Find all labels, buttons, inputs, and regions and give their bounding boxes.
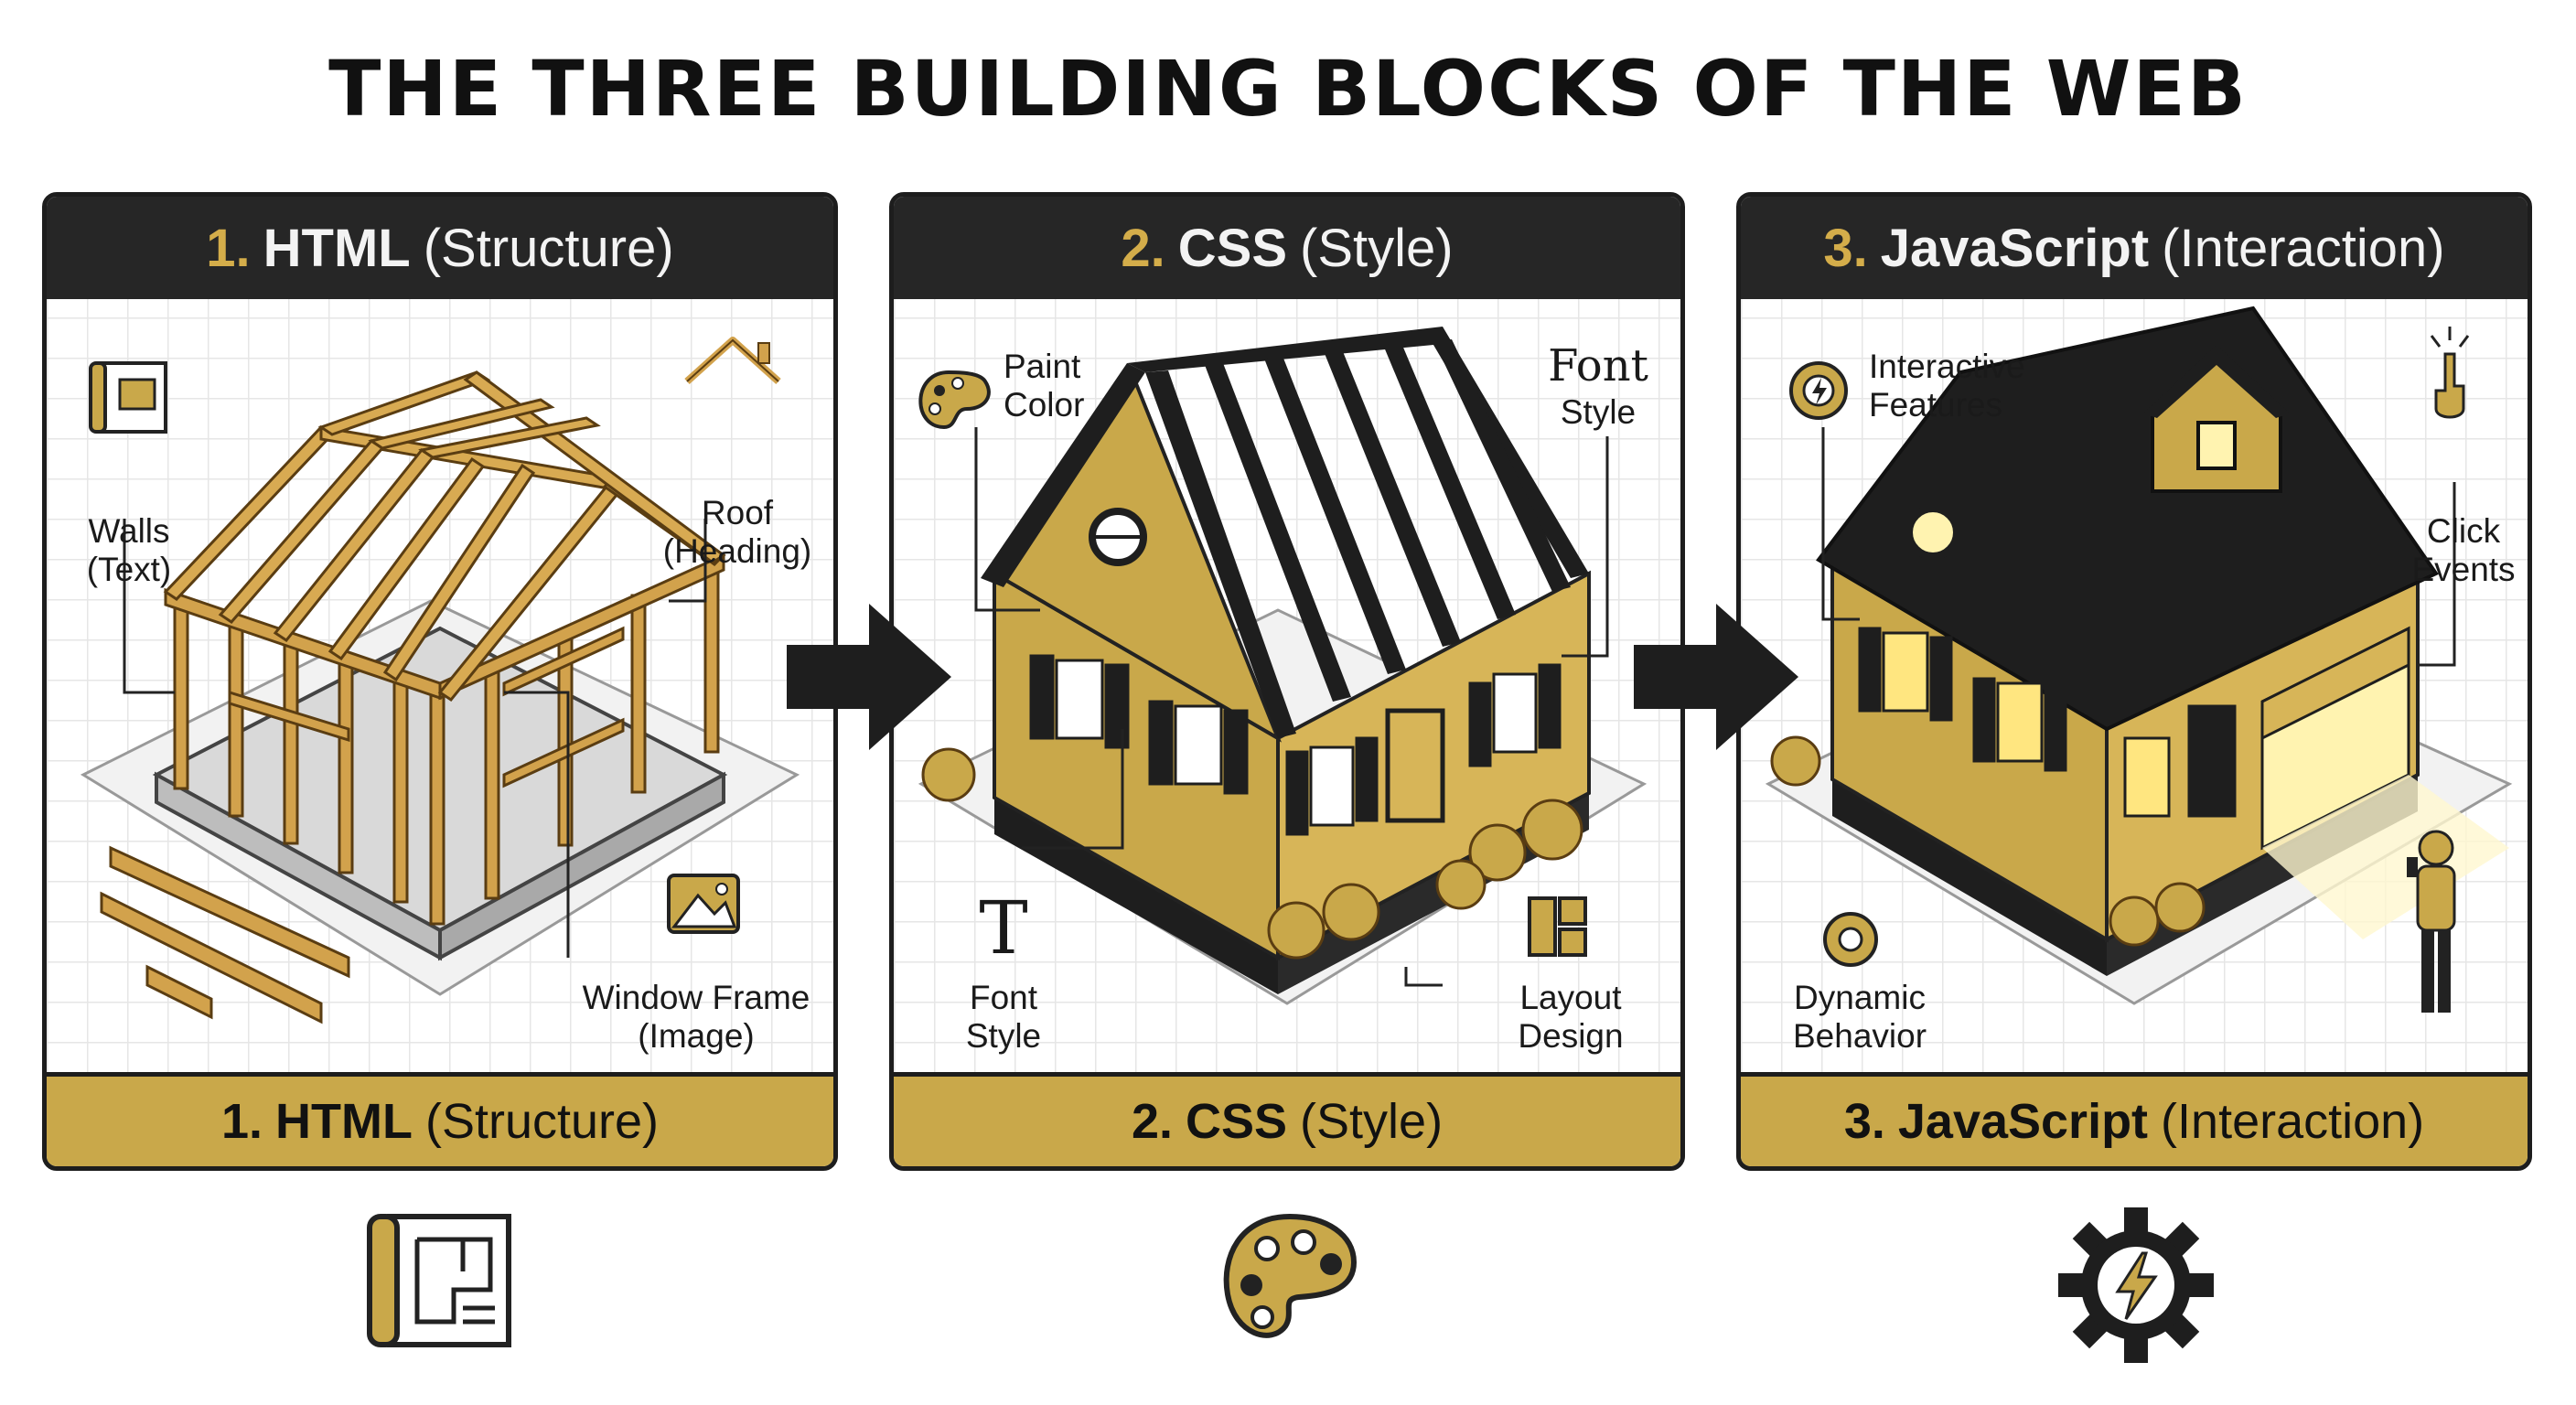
roof-label: Roof (Heading)	[662, 494, 812, 570]
person-with-phone	[2407, 830, 2456, 1013]
house-frame-illustration	[80, 337, 800, 1024]
font-glyph-icon: T	[979, 885, 1028, 971]
roof-icon	[684, 337, 781, 384]
panel-subtitle: (Style)	[1300, 218, 1454, 278]
gear-bolt-icon	[1789, 361, 1848, 420]
palette-icon	[918, 370, 991, 430]
panel-name: CSS	[1185, 1094, 1288, 1149]
paint-color-label: Paint Color	[1004, 348, 1085, 424]
panel-subtitle: (Structure)	[424, 1094, 660, 1149]
gear-bolt-icon	[2058, 1207, 2214, 1363]
panel-javascript: 3. JavaScript (Interaction)	[1736, 192, 2532, 1171]
panel-css: 2. CSS (Style)	[889, 192, 1685, 1171]
blueprint-icon	[367, 1214, 511, 1347]
interactive-features-label: Interactive Features	[1869, 348, 2025, 424]
panel-footer: 2. CSS (Style)	[894, 1072, 1680, 1166]
panel-header: 2. CSS (Style)	[894, 197, 1680, 299]
panel-number: 3.	[1823, 218, 1868, 278]
panel-name: HTML	[275, 1094, 413, 1149]
palette-icon	[1223, 1213, 1358, 1338]
layout-icon	[1528, 896, 1587, 957]
panel-name: JavaScript	[1880, 218, 2150, 278]
dynamic-behavior-label: Dynamic Behavior	[1792, 979, 1927, 1055]
pointer-icon	[2430, 327, 2470, 419]
page-title: THE THREE BUILDING BLOCKS OF THE WEB	[328, 44, 2248, 134]
image-icon	[667, 874, 740, 934]
panel-name: JavaScript	[1897, 1094, 2149, 1149]
walls-label: Walls (Text)	[86, 512, 172, 588]
window-frame-label: Window Frame (Image)	[582, 979, 810, 1055]
layout-design-label: Layout Design	[1518, 979, 1624, 1055]
panel-subtitle: (Interaction)	[2162, 218, 2445, 278]
painted-house-illustration	[918, 327, 1648, 1005]
panel-subtitle: (Structure)	[423, 218, 674, 278]
panel-number: 2.	[1121, 218, 1165, 278]
panel-header: 3. JavaScript (Interaction)	[1741, 197, 2528, 299]
arrow-right-icon	[787, 604, 951, 750]
blueprint-icon	[89, 361, 167, 434]
panel-number: 1.	[220, 1094, 263, 1149]
font-style-label-bottom: Font Style	[965, 979, 1042, 1055]
panel-name: CSS	[1177, 218, 1288, 278]
arrow-right-icon	[1634, 604, 1798, 750]
panel-subtitle: (Style)	[1300, 1094, 1444, 1149]
panel-number: 2.	[1131, 1094, 1173, 1149]
panel-footer: 1. HTML (Structure)	[47, 1072, 833, 1166]
panel-subtitle: (Interaction)	[2161, 1094, 2425, 1149]
font-icon: Font	[1548, 340, 1648, 391]
panel-header: 1. HTML (Structure)	[47, 197, 833, 299]
font-style-label-top: Style	[1560, 393, 1637, 431]
panel-number: 1.	[206, 218, 251, 278]
panel-html: 1. HTML (Structure)	[42, 192, 838, 1171]
panel-footer: 3. JavaScript (Interaction)	[1741, 1072, 2528, 1166]
panel-number: 3.	[1843, 1094, 1885, 1149]
interactive-house-illustration	[1765, 306, 2513, 1013]
gear-icon	[1823, 912, 1878, 967]
click-events-label: Click Events	[2411, 512, 2516, 588]
panel-name: HTML	[263, 218, 411, 278]
